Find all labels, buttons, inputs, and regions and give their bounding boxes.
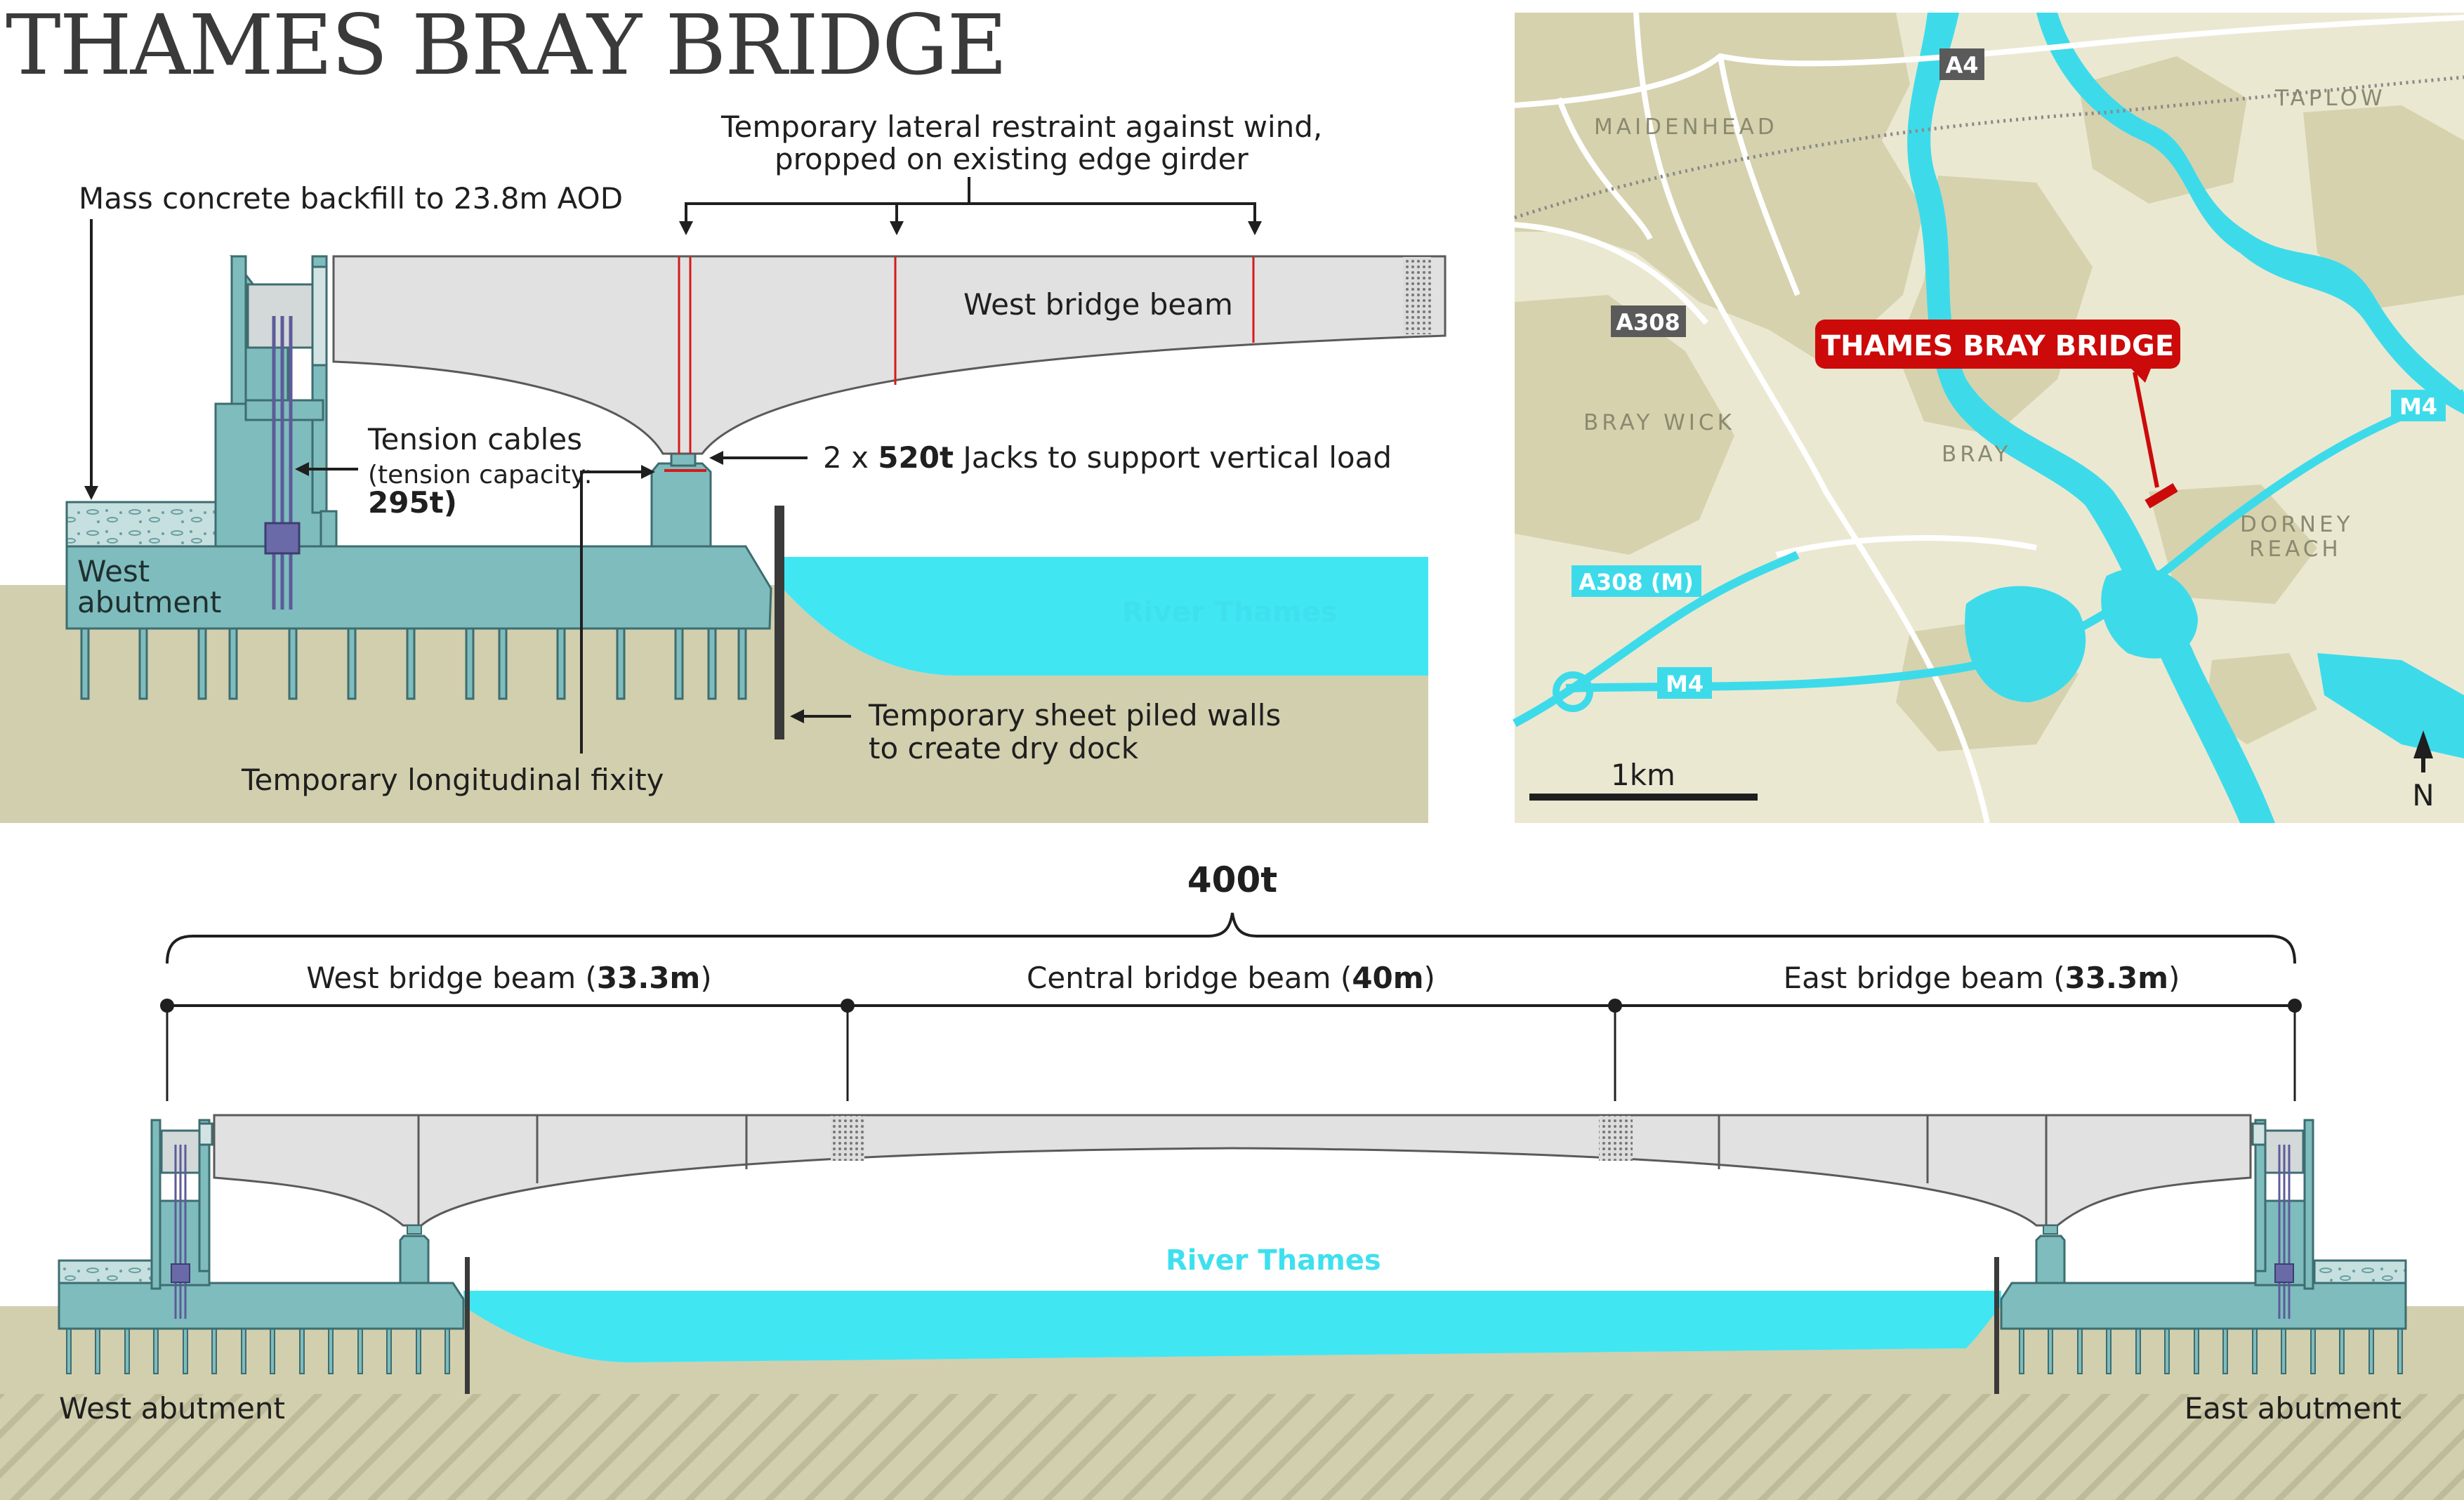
west-beam-span-label: West bridge beam (33.3m): [306, 961, 711, 995]
scale-bar: [1529, 794, 1758, 801]
jacks-label: 2 x 520t Jacks to support vertical load: [823, 440, 1392, 475]
tension-label-line1: Tension cables: [367, 422, 582, 456]
road-m4-label-west: M4: [1666, 671, 1704, 697]
sheet-pile-label-line1: Temporary sheet piled walls: [868, 698, 1281, 732]
central-beam-span-label: Central bridge beam (40m): [1027, 961, 1435, 995]
abutment-base-slab: [65, 545, 772, 630]
pier: [650, 462, 712, 548]
river-water: [779, 557, 1428, 676]
district-reach: REACH: [2249, 537, 2342, 562]
backfill-label: Mass concrete backfill to 23.8m AOD: [79, 181, 623, 216]
bridge-location-marker: [2145, 482, 2178, 509]
west-bridge-beam-label: West bridge beam: [963, 287, 1233, 322]
sheet-pile-label-line2: to create dry dock: [869, 731, 1139, 765]
bridge-beam-elevation: [213, 1114, 2252, 1227]
total-weight-brace: [166, 912, 2296, 964]
elevation-river-label: River Thames: [1166, 1244, 1381, 1277]
restraint-bracket: [685, 202, 1256, 221]
scale-label: 1km: [1611, 758, 1675, 792]
west-bridge-beam: [332, 255, 1447, 455]
west-abutment-label-line2: abutment: [77, 585, 221, 619]
section-view: River Thames: [0, 110, 1447, 823]
location-marker-icon: [1815, 320, 2180, 369]
north-arrow-icon: [2413, 730, 2433, 758]
district-taplow: TAPLOW: [2274, 86, 2386, 111]
district-maidenhead: MAIDENHEAD: [1594, 114, 1778, 140]
motorways: [1513, 389, 2464, 728]
restraint-label-line2: propped on existing edge girder: [775, 142, 1249, 176]
road-a4-label: A4: [1945, 52, 1978, 79]
tension-label-line3: 295t): [368, 485, 457, 520]
restraint-label-line1: Temporary lateral restraint against wind…: [720, 110, 1322, 144]
jack: [670, 452, 697, 467]
beam-end-block: [246, 283, 314, 349]
north-label: N: [2412, 778, 2434, 813]
road-a308m-label: A308 (M): [1579, 569, 1694, 596]
district-bray-wick: BRAY WICK: [1583, 410, 1735, 435]
splice-west: [831, 1116, 864, 1161]
total-weight-label: 400t: [1187, 860, 1277, 900]
west-abutment-elevation: [58, 1119, 470, 1394]
location-map: THAMES BRAY BRIDGE A4 A308 A308 (M) M4 M…: [1513, 12, 2464, 824]
sheet-pile-wall: [775, 506, 784, 739]
tension-label-line2: (tension capacity:: [368, 461, 593, 489]
elevation-river-water: [463, 1291, 2001, 1362]
restraint-lines: [678, 257, 1255, 454]
district-bray: BRAY: [1942, 442, 2011, 467]
page-title: THAMES BRAY BRIDGE: [6, 0, 1006, 93]
fixity-label: Temporary longitudinal fixity: [241, 763, 664, 797]
elevation-east-abutment-label: East abutment: [2185, 1391, 2402, 1426]
cable-anchor: [264, 522, 301, 555]
district-dorney: DORNEY: [2240, 512, 2354, 537]
river-label: River Thames: [1122, 596, 1338, 629]
west-abutment-label-line1: West: [77, 554, 150, 588]
splice-east: [1599, 1116, 1633, 1161]
tension-cables: [272, 316, 293, 610]
road-m4-label-east: M4: [2399, 393, 2437, 420]
beam-segment-joints: [417, 1115, 2048, 1225]
beam-joint-splice: [1403, 257, 1431, 334]
railway: [1514, 75, 2464, 220]
map-water: [1907, 13, 2464, 823]
map-bridge-title: THAMES BRAY BRIDGE: [1821, 330, 2174, 362]
ground: [0, 585, 1428, 823]
east-beam-span-label: East bridge beam (33.3m): [1784, 961, 2180, 995]
east-abutment-elevation: [1994, 1119, 2407, 1394]
elevation-west-abutment-label: West abutment: [59, 1391, 285, 1426]
bridge-elevation: River Thames: [0, 860, 2464, 1500]
road-a308-label: A308: [1616, 309, 1680, 336]
